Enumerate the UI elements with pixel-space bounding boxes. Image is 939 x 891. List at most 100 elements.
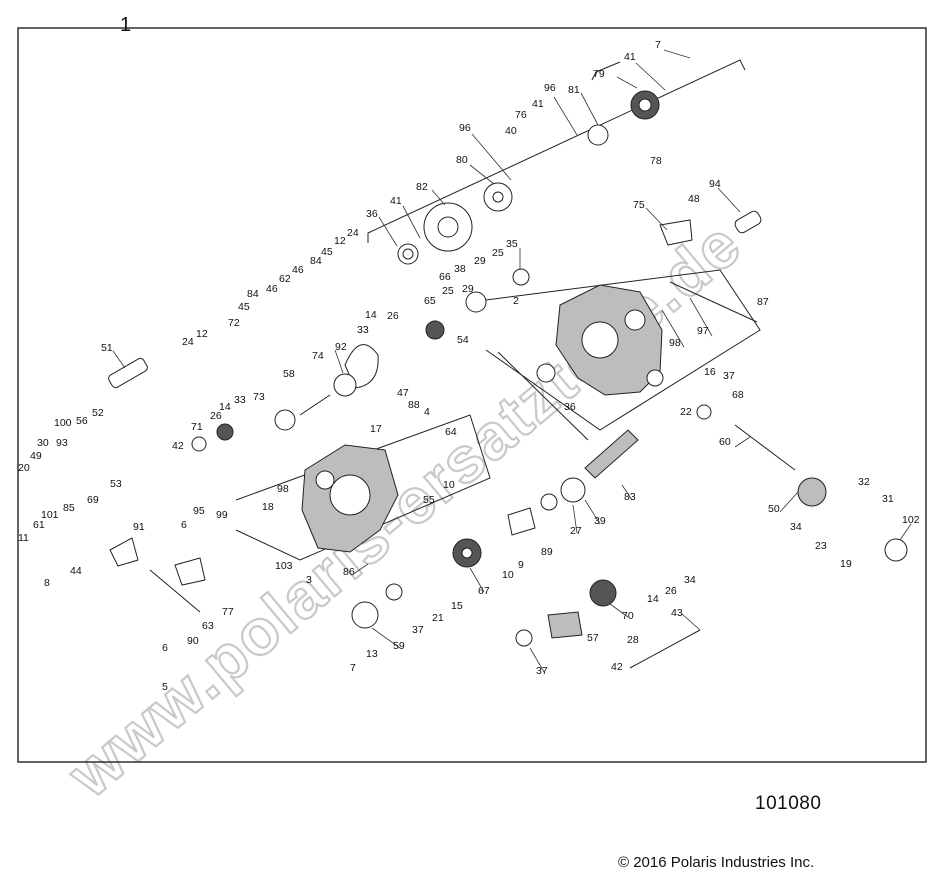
callout: 27 <box>570 525 582 537</box>
callout: 37 <box>723 370 735 382</box>
callout: 90 <box>187 635 199 647</box>
callout: 35 <box>506 238 518 250</box>
callout: 8 <box>44 577 50 589</box>
callout: 63 <box>202 620 214 632</box>
callout: 2 <box>513 295 519 307</box>
callout: 36 <box>366 208 378 220</box>
callout: 29 <box>462 283 474 295</box>
callout: 5 <box>162 681 168 693</box>
callout: 48 <box>688 193 700 205</box>
callout: 76 <box>515 109 527 121</box>
callout: 9 <box>518 559 524 571</box>
callout: 16 <box>704 366 716 378</box>
callout: 33 <box>357 324 369 336</box>
callout: 96 <box>544 82 556 94</box>
callout: 6 <box>162 642 168 654</box>
callout: 66 <box>439 271 451 283</box>
callout: 89 <box>541 546 553 558</box>
callout: 94 <box>709 178 721 190</box>
callout: 59 <box>393 640 405 652</box>
callout: 61 <box>33 519 45 531</box>
group-brackets <box>149 59 761 613</box>
callout: 38 <box>454 263 466 275</box>
callout: 42 <box>611 661 623 673</box>
callout: 17 <box>370 423 382 435</box>
callout: 44 <box>70 565 82 577</box>
diagram-title-number: 1 <box>120 14 132 36</box>
callout: 97 <box>697 325 709 337</box>
callout: 46 <box>292 264 304 276</box>
callout: 26 <box>210 410 222 422</box>
callout: 79 <box>593 68 605 80</box>
callout: 6 <box>181 519 187 531</box>
callout-labels: 7 79 41 96 81 76 41 40 96 78 80 82 41 36… <box>18 39 920 693</box>
callout: 12 <box>196 328 208 340</box>
callout: 73 <box>253 391 265 403</box>
callout: 34 <box>790 521 802 533</box>
callout: 23 <box>815 540 827 552</box>
callout: 14 <box>365 309 377 321</box>
callout: 53 <box>110 478 122 490</box>
callout: 87 <box>757 296 769 308</box>
callout: 82 <box>416 181 428 193</box>
callout: 26 <box>387 310 399 322</box>
callout: 18 <box>262 501 274 513</box>
callout: 41 <box>624 51 636 63</box>
callout: 58 <box>283 368 295 380</box>
callout: 55 <box>423 494 435 506</box>
callout: 37 <box>412 624 424 636</box>
callout: 54 <box>457 334 469 346</box>
callout: 45 <box>321 246 333 258</box>
copyright-text: © 2016 Polaris Industries Inc. <box>618 854 815 871</box>
callout: 84 <box>310 255 322 267</box>
callout: 30 <box>37 437 49 449</box>
callout: 64 <box>445 426 457 438</box>
diagram-number: 101080 <box>755 793 822 814</box>
callout: 10 <box>502 569 514 581</box>
callout: 85 <box>63 502 75 514</box>
callout: 60 <box>719 436 731 448</box>
callout: 40 <box>505 125 517 137</box>
callout: 101 <box>41 509 59 521</box>
callout: 98 <box>277 483 289 495</box>
callout: 3 <box>306 574 312 586</box>
callout: 4 <box>424 406 430 418</box>
callout: 7 <box>350 662 356 674</box>
callout: 56 <box>76 415 88 427</box>
callout: 95 <box>193 505 205 517</box>
callout: 98 <box>669 337 681 349</box>
callout: 72 <box>228 317 240 329</box>
callout: 26 <box>665 585 677 597</box>
callout: 21 <box>432 612 444 624</box>
callout: 50 <box>768 503 780 515</box>
callout: 20 <box>18 462 30 474</box>
callout: 37 <box>536 665 548 677</box>
parts <box>108 90 908 669</box>
callout: 68 <box>732 389 744 401</box>
callout: 65 <box>424 295 436 307</box>
callout: 32 <box>858 476 870 488</box>
callout: 52 <box>92 407 104 419</box>
callout: 99 <box>216 509 228 521</box>
callout: 33 <box>234 394 246 406</box>
callout: 31 <box>882 493 894 505</box>
callout: 75 <box>633 199 645 211</box>
watermark-text: www.polaris-ersatzteile.de <box>54 207 755 811</box>
callout: 24 <box>347 227 359 239</box>
callout: 41 <box>532 98 544 110</box>
leader-lines <box>112 49 912 673</box>
callout: 39 <box>594 515 606 527</box>
callout: 93 <box>56 437 68 449</box>
callout: 25 <box>492 247 504 259</box>
callout: 74 <box>312 350 324 362</box>
callout: 34 <box>684 574 696 586</box>
callout: 14 <box>219 401 231 413</box>
callout: 29 <box>474 255 486 267</box>
callout: 10 <box>443 479 455 491</box>
callout: 57 <box>587 632 599 644</box>
callout: 96 <box>459 122 471 134</box>
diagram-frame <box>17 27 927 763</box>
callout: 69 <box>87 494 99 506</box>
callout: 24 <box>182 336 194 348</box>
